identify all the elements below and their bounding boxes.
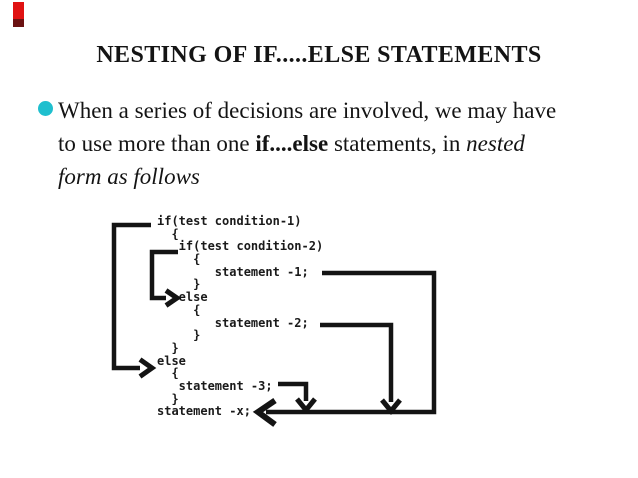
slide-title: NESTING OF IF.....ELSE STATEMENTS — [96, 42, 542, 68]
code-line: { — [157, 226, 179, 241]
code-line: } — [157, 340, 179, 355]
bullet-line-3: form as follows — [58, 164, 200, 189]
code-line: } — [157, 328, 201, 343]
code-line: if(test condition-1) — [157, 214, 302, 228]
bullet-line-1: When a series of decisions are involved,… — [58, 98, 557, 123]
bullet-line-2: to use more than one if....else statemen… — [58, 131, 525, 156]
code-line: { — [157, 302, 201, 317]
code-line: { — [157, 252, 201, 267]
code-line: { — [157, 366, 179, 381]
corner-red-marker-bottom — [13, 19, 24, 27]
bullet-text: When a series of decisions are involved,… — [58, 94, 598, 193]
statement-2-flow-line — [320, 322, 402, 415]
code-line: if(test condition-2) — [157, 239, 324, 254]
outer-if-bracket-arrow — [111, 222, 157, 379]
corner-red-marker — [13, 2, 24, 27]
bullet-paragraph: When a series of decisions are involved,… — [38, 94, 598, 193]
code-line: else — [157, 290, 208, 305]
code-line: } — [157, 277, 201, 292]
italic-nested-text: nested — [466, 131, 525, 156]
code-line: statement -x; — [157, 404, 251, 419]
bullet-icon — [38, 101, 53, 116]
code-block: if(test condition-1) { if(test condition… — [157, 215, 323, 418]
bold-if-else-text: if....else — [255, 131, 329, 156]
code-line: } — [157, 391, 179, 406]
code-line: statement -3; — [157, 378, 273, 393]
corner-red-marker-top — [13, 2, 24, 19]
code-line: else — [157, 353, 186, 368]
